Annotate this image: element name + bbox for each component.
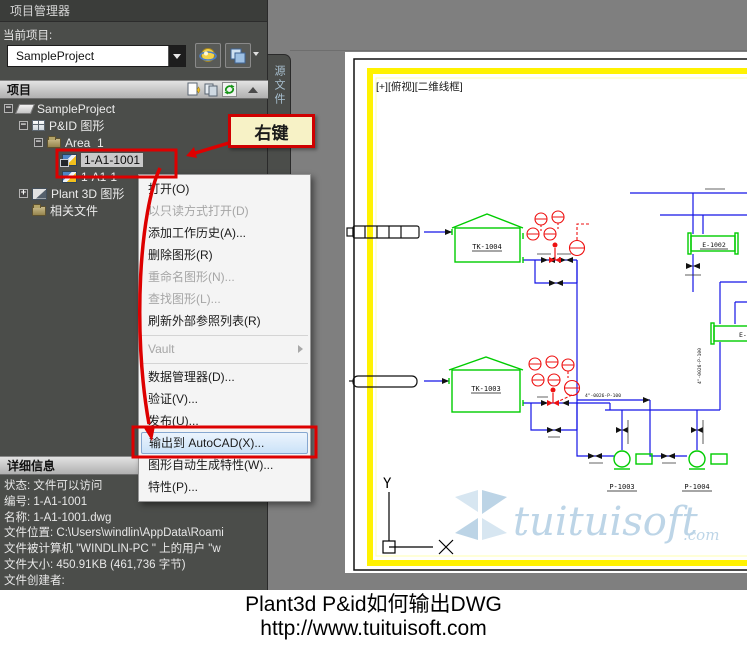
drawing-frame-inner: [375, 77, 747, 557]
tree-item-label: 1-A1-1: [81, 169, 118, 184]
context-menu: 打开(O) 以只读方式打开(D) 添加工作历史(A)... 删除图形(R) 重命名图形(…: [138, 174, 311, 502]
menu-item[interactable]: 刷新外部参照列表(R): [148, 314, 261, 328]
details-line: 文件大小: 450.91KB (461,736 字节): [4, 558, 186, 571]
details-line: 状态: 文件可以访问: [4, 480, 103, 492]
tank-bottom-label: TK-1003: [471, 385, 501, 393]
pid-drawing: [+][俯视][二维线框] tuituisoft .com: [345, 52, 747, 573]
menu-item[interactable]: 以只读方式打开(D): [148, 204, 249, 218]
drawing-windows-icon: [230, 48, 246, 63]
tree-item[interactable]: − P&ID 图形: [0, 117, 268, 134]
menu-item[interactable]: 验证(V)...: [148, 392, 198, 406]
minus-expander-icon[interactable]: −: [19, 120, 28, 130]
details-line: 文件位置: C:\Users\windlin\AppData\Roami: [4, 527, 224, 540]
tree-item[interactable]: − SampleProject: [0, 100, 268, 117]
minus-expander-icon[interactable]: −: [34, 137, 43, 147]
caption: Plant3d P&id如何输出DWG http://www.tuituisof…: [0, 593, 747, 641]
details-line: 文件创建者:: [4, 574, 65, 587]
instrument-bubbles: [526, 210, 589, 403]
chevron-down-icon: [173, 53, 181, 59]
details-line: 名称: 1-A1-1001.dwg: [4, 511, 112, 524]
tree-item[interactable]: 1-A1-1001: [0, 151, 268, 168]
menu-separator: [141, 360, 308, 366]
caption-line1: Plant3d P&id如何输出DWG: [245, 593, 502, 616]
refresh-icon[interactable]: [222, 82, 237, 97]
menu-item[interactable]: 发布(U)...: [148, 414, 199, 428]
equipment-shapes: [448, 213, 747, 470]
dwg-lock-icon: [60, 153, 77, 167]
tree-item[interactable]: + Plant 3D 图形: [0, 185, 268, 202]
paper-sheet: [345, 52, 747, 573]
caption-line2: http://www.tuituisoft.com: [260, 617, 487, 640]
menu-item[interactable]: 查找图形(L)...: [148, 292, 221, 306]
menu-item[interactable]: 输出到 AutoCAD(X)...: [141, 432, 308, 454]
plus-expander-icon[interactable]: +: [19, 188, 28, 198]
tank-top-label: TK-1004: [472, 243, 502, 251]
exchanger-top-label: E-1002: [702, 241, 726, 249]
dwg-icon: [62, 170, 77, 183]
plant3d-icon: [32, 187, 47, 200]
tree-item-label: 1-A1-1001: [81, 152, 144, 167]
views-dropdown-icon[interactable]: [253, 52, 259, 56]
vessel-shapes: [346, 225, 420, 388]
drawing-frame-yellow: [367, 68, 747, 566]
pipe-line-label-vertical: 4"-0026-P-100: [697, 348, 703, 384]
tree-item-label: Plant 3D 图形: [51, 187, 125, 201]
menu-item[interactable]: 删除图形(R): [148, 248, 213, 262]
data-manager-icon: [199, 47, 217, 62]
watermark-suffix: .com: [683, 526, 719, 544]
small-label-marks: [537, 188, 725, 464]
tree-item-label: Area_1: [65, 135, 104, 150]
tree-item[interactable]: 相关文件: [0, 202, 268, 219]
right-click-callout: 右键: [228, 114, 315, 148]
current-project-label: 当前项目:: [3, 30, 53, 42]
folder-icon: [47, 135, 61, 148]
details-panel: 状态: 文件可以访问编号: 1-A1-1001 名称: 1-A1-1001.dwg…: [0, 479, 268, 590]
menu-item[interactable]: 特性(P)...: [148, 480, 198, 494]
combobox-dropdown-button[interactable]: [168, 46, 185, 66]
new-drawing-icon[interactable]: [186, 82, 201, 97]
watermark-logo: [455, 490, 507, 540]
paper-border: [353, 58, 747, 571]
menu-item[interactable]: 添加工作历史(A)...: [148, 226, 246, 240]
menu-separator: [141, 332, 308, 338]
palette-title[interactable]: 项目管理器: [0, 0, 267, 22]
tree-item[interactable]: − Area_1: [0, 134, 268, 151]
watermark-text: tuituisoft: [513, 499, 699, 545]
project-section-header[interactable]: 项目: [0, 80, 268, 99]
viewport-controls-label[interactable]: [+][俯视][二维线框]: [376, 80, 463, 93]
collapse-panel-icon[interactable]: [248, 86, 258, 93]
pipe-line-label: 4"-0026-P-100: [585, 393, 621, 399]
callout-label: 右键: [254, 123, 289, 143]
ucs-y-label: Y: [383, 476, 392, 492]
exchanger-bottom-label: E-1: [739, 331, 747, 339]
minus-expander-icon[interactable]: −: [4, 103, 13, 113]
menu-item[interactable]: 数据管理器(D)...: [148, 370, 235, 384]
ucs-icon: [382, 492, 454, 555]
menu-item[interactable]: 重命名图形(N)...: [148, 270, 235, 284]
details-line: 编号: 1-A1-1001: [4, 495, 88, 508]
menu-item[interactable]: 打开(O): [148, 182, 190, 196]
project-header-label: 项目: [7, 83, 32, 97]
pump-right-label: P-1004: [684, 483, 709, 491]
tree-item-label: P&ID 图形: [49, 119, 105, 133]
control-valves: [547, 242, 561, 406]
valve-symbols: [442, 229, 703, 459]
menu-item[interactable]: Vault: [139, 338, 310, 360]
attach-drawing-icon[interactable]: [204, 82, 219, 97]
details-line: 文件被计算机 "WINDLIN-PC " 上的用户 "w: [4, 543, 221, 556]
details-header-label: 详细信息: [7, 459, 56, 473]
pid-icon: [32, 120, 45, 131]
side-tab-label: 源文件: [273, 65, 285, 107]
current-project-value: SampleProject: [16, 49, 95, 63]
data-manager-button[interactable]: [195, 43, 221, 68]
menu-item[interactable]: 图形自动生成特性(W)...: [148, 458, 274, 472]
project-icon: [14, 103, 36, 114]
canvas-divider: [290, 50, 747, 51]
folder-icon: [32, 203, 46, 216]
tree-item-label: 相关文件: [50, 204, 99, 218]
tree-item-label: SampleProject: [37, 101, 116, 116]
current-project-combobox[interactable]: SampleProject: [7, 45, 186, 67]
pump-left-label: P-1003: [609, 483, 634, 491]
drawing-views-button[interactable]: [225, 43, 251, 68]
